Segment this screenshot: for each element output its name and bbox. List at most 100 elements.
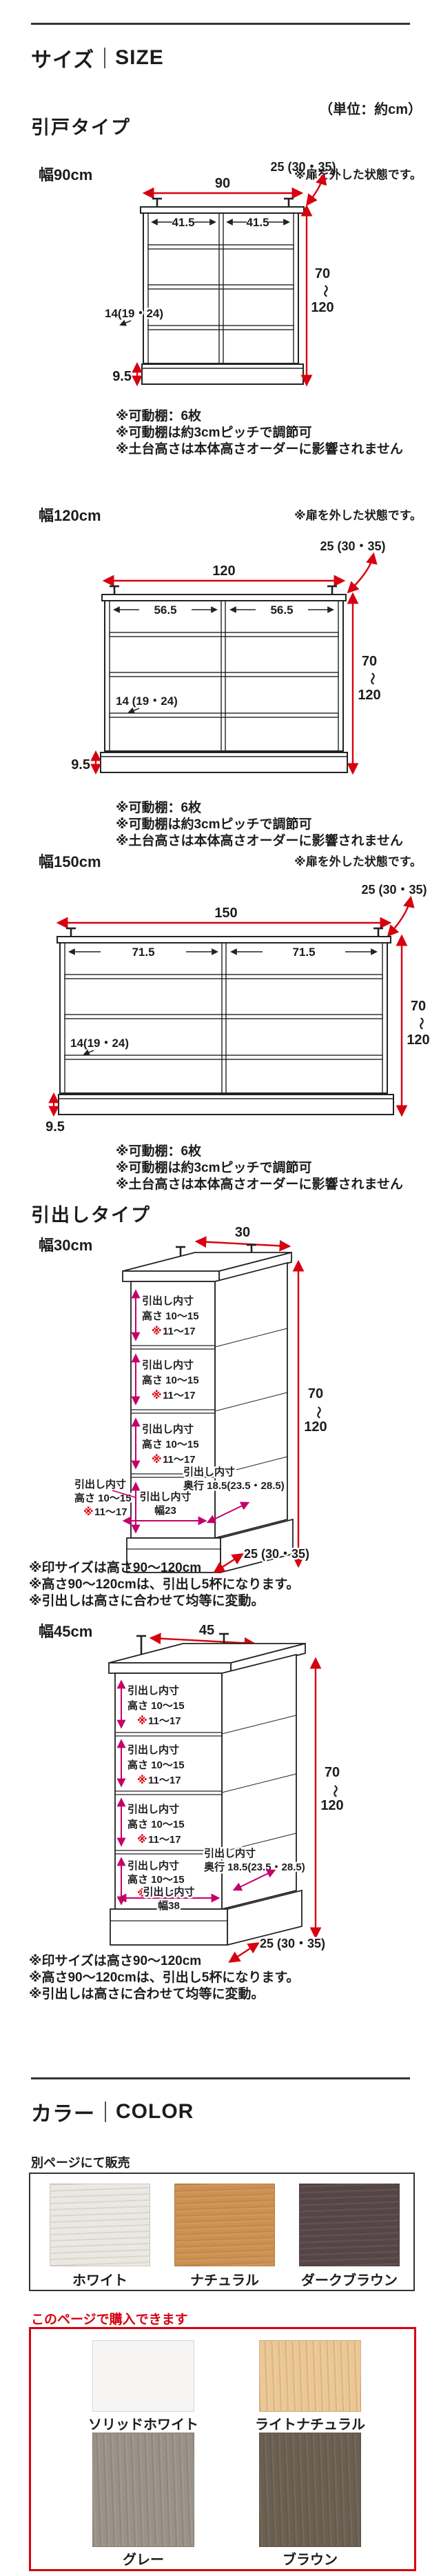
inner-width-label-right: 56.5 xyxy=(270,603,293,617)
diagram-sliding-120: 25 (30・35) 120 56.5 56.5 xyxy=(71,539,386,775)
drawer-30-notes: ※印サイズは高さ90〜120cm※高さ90〜120cmは、引出し5杯になります。… xyxy=(29,1560,299,1610)
inner-width-label-left: 56.5 xyxy=(154,603,176,617)
cell-mark: ※ xyxy=(152,1453,162,1466)
depth-dim-arrow xyxy=(347,552,378,594)
note-line: ※土台高さは本体高さオーダーに影響されません xyxy=(116,834,403,848)
height-min-label: 70 xyxy=(325,1765,340,1780)
adjuster-feet xyxy=(110,585,337,595)
drawer-type-heading: 引出しタイプ xyxy=(31,1205,151,1226)
sliding-150-door-note: ※扉を外した状態です。 xyxy=(294,855,422,868)
base-height-label: 9.5 xyxy=(45,1119,65,1135)
cell-l1: 引出し内寸 xyxy=(142,1359,194,1371)
swatch-solid-white xyxy=(92,2340,194,2412)
size-heading-jp: サイズ xyxy=(31,49,95,72)
width-dim-label: 150 xyxy=(214,906,237,921)
size-heading-en: SIZE xyxy=(115,46,164,69)
swatch-natural xyxy=(174,2184,275,2266)
inner-depth-l2: 奥行 18.5(23.5・28.5) xyxy=(204,1861,305,1873)
inner-width-label-left: 41.5 xyxy=(172,216,194,229)
size-heading: サイズ SIZE xyxy=(31,43,164,73)
cell-alt: 11〜17 xyxy=(148,1834,181,1846)
cell-l1: 引出し内寸 xyxy=(142,1423,194,1435)
depth-dim-label: 25 (30・35) xyxy=(270,160,336,174)
cell-mark: ※ xyxy=(152,1389,162,1401)
height-wave: 〜 xyxy=(328,1785,342,1797)
cell-l2: 高さ 10〜15 xyxy=(127,1873,185,1886)
heading-divider-bar xyxy=(104,48,106,68)
cell-alt: 11〜17 xyxy=(163,1326,196,1337)
base-height-label: 9.5 xyxy=(112,369,132,384)
width-dim-label: 90 xyxy=(215,176,230,191)
inner-width-l1: 引出し内寸 xyxy=(139,1490,191,1503)
drawer-inner-depth: 引出し内寸 奥行 18.5(23.5・28.5) xyxy=(182,1464,286,1524)
cell-l2: 高さ 10〜15 xyxy=(127,1759,185,1771)
adjuster-feet xyxy=(66,927,383,937)
note-line: ※土台高さは本体高さオーダーに影響されません xyxy=(116,1177,403,1192)
depth-dim-arrow xyxy=(305,172,327,206)
swatch-label-natural: ナチュラル xyxy=(190,2273,259,2288)
cell-pointer-line xyxy=(112,1490,136,1498)
unit-note: （単位：約cm） xyxy=(319,102,422,117)
height-min-label: 70 xyxy=(362,654,377,669)
depth-dim-arrow xyxy=(387,895,415,937)
depth-dim-arrow xyxy=(213,1553,244,1573)
swatch-dark-brown xyxy=(299,2184,400,2266)
shelf-depth-label: 14(19・24) xyxy=(70,1037,129,1050)
cell-alt: 11〜17 xyxy=(148,1775,181,1786)
inner-width-l1: 引出し内寸 xyxy=(143,1886,194,1898)
cell-alt: 11〜17 xyxy=(148,1715,181,1727)
width-dim-arrow xyxy=(194,1236,291,1252)
drawer-cell-labels: 引出し内寸 高さ 10〜15 ※ 11〜17 引出し内寸 高さ 10〜15 ※ … xyxy=(127,1684,185,1899)
sliding-120-notes: ※可動棚：6枚※可動棚は約3cmピッチで調節可※土台高さは本体高さオーダーに影響… xyxy=(116,800,403,850)
drawer-inner-width: 引出し内寸 幅23 xyxy=(122,1489,207,1526)
color-heading-en: COLOR xyxy=(116,2100,194,2123)
cell-mark: ※ xyxy=(137,1833,147,1846)
shelf-depth-arrow xyxy=(119,319,132,326)
inner-depth-l2: 奥行 18.5(23.5・28.5) xyxy=(183,1479,285,1492)
inner-width-label-right: 71.5 xyxy=(292,946,315,959)
width-dim-label: 30 xyxy=(235,1225,250,1240)
inner-width-l2: 幅23 xyxy=(154,1504,176,1517)
swatch-label-grey: グレー xyxy=(123,2553,164,2568)
color-heading: カラー COLOR xyxy=(31,2097,194,2127)
base-height-label: 9.5 xyxy=(71,757,90,772)
diagram-sliding-90: 25 (30・35) 90 41.5 41.5 1 xyxy=(103,160,336,387)
drawer-cell-labels: 引出し内寸 高さ 10〜15 ※ 11〜17 引出し内寸 高さ 10〜15 ※ … xyxy=(73,1295,199,1520)
depth-dim-label: 25 (30・35) xyxy=(361,883,427,897)
inner-depth-l1: 引出し内寸 xyxy=(183,1466,235,1478)
height-wave: 〜 xyxy=(318,285,332,297)
cell-mark: ※ xyxy=(152,1325,162,1337)
cell-alt: 11〜17 xyxy=(163,1454,196,1466)
swatch-grey xyxy=(92,2433,194,2547)
width-dim-arrow xyxy=(149,1633,256,1649)
depth-dim-arrow xyxy=(228,1942,260,1963)
depth-dim-label: 25 (30・35) xyxy=(260,1937,325,1950)
swatch-light-natural xyxy=(259,2340,361,2412)
swatch-label-solid-white: ソリッドホワイト xyxy=(88,2417,198,2433)
cabinet-frame xyxy=(57,936,394,1115)
sliding-type-heading: 引戸タイプ xyxy=(31,117,131,138)
color-heading-jp: カラー xyxy=(31,2103,95,2126)
swatch-label-dark-brown: ダークブラウン xyxy=(301,2273,398,2288)
inner-width-label-left: 71.5 xyxy=(132,946,154,959)
shelf-depth-arrow xyxy=(127,707,140,714)
heading-divider-bar xyxy=(105,2101,106,2122)
inner-width-label-right: 41.5 xyxy=(246,216,269,229)
height-max-label: 120 xyxy=(358,688,380,703)
cell-l2: 高さ 10〜15 xyxy=(142,1374,199,1386)
cell-l1: 引出し内寸 xyxy=(127,1684,179,1697)
inner-depth-l1: 引出し内寸 xyxy=(204,1847,256,1859)
height-wave: 〜 xyxy=(311,1406,325,1419)
cell-l1: 引出し内寸 xyxy=(127,1744,179,1756)
swatch-brown xyxy=(259,2433,361,2547)
cabinet-frame xyxy=(100,594,348,773)
sliding-90-notes: ※可動棚：6枚※可動棚は約3cmピッチで調節可※土台高さは本体高さオーダーに影響… xyxy=(116,408,403,458)
sliding-150-label: 幅150cm xyxy=(39,853,101,870)
drawer-inner-depth: 引出し内寸 奥行 18.5(23.5・28.5) xyxy=(203,1846,307,1891)
drawer-30-label: 幅30cm xyxy=(39,1237,93,1254)
swatch-label-white: ホワイト xyxy=(72,2273,127,2288)
drawer-body xyxy=(114,1653,297,1910)
inner-width-l2: 幅38 xyxy=(158,1899,180,1912)
cell-l2: 高さ 10〜15 xyxy=(142,1438,199,1450)
